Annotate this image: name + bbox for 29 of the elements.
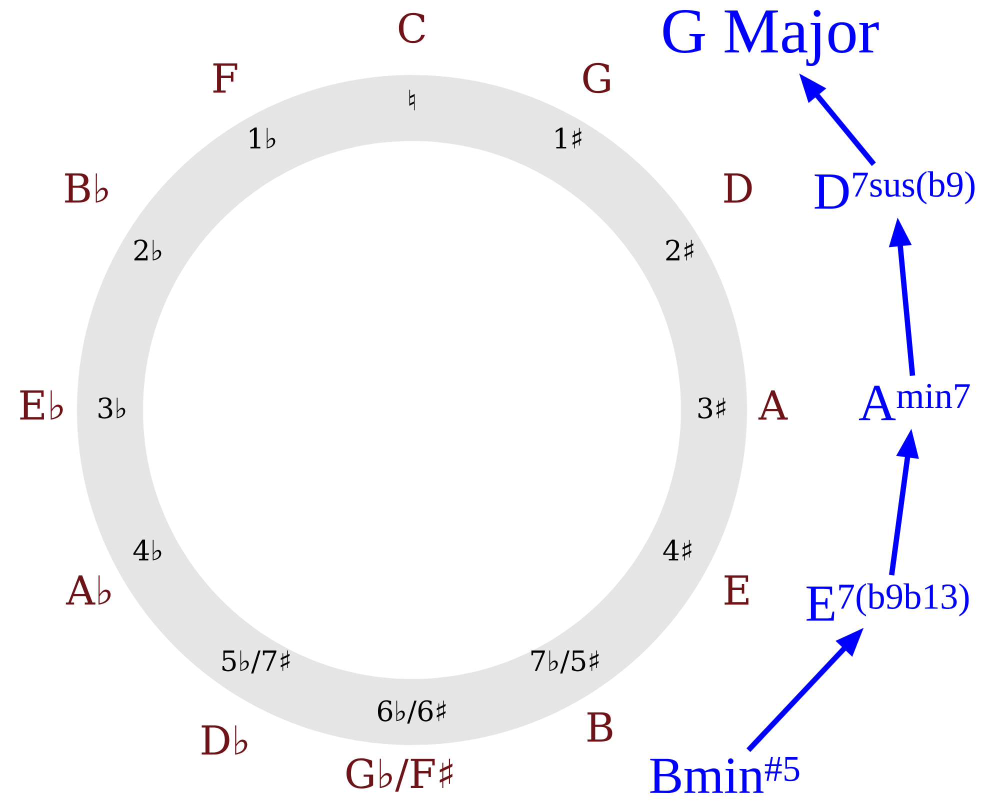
key-signature: 3♭ <box>98 397 126 419</box>
key-signature: 3♯ <box>698 397 726 419</box>
key-signature: 4♭ <box>133 540 162 560</box>
key-signature: 6♭/6♯ <box>378 700 446 724</box>
chord-name: Bmin$^{#5}$ <box>650 756 800 793</box>
key-signature: 1♯ <box>556 128 582 148</box>
key-name: E♭ <box>20 390 63 420</box>
key-name: A♭ <box>66 575 111 605</box>
chord-name: E$^{7(b9b13)}$ <box>806 583 969 621</box>
key-name: B♭ <box>65 173 108 203</box>
key-name: A <box>758 390 788 420</box>
key-signature: 2♭ <box>134 240 162 260</box>
key-name: D <box>724 173 752 203</box>
chord-name: A$^{min7}$ <box>858 384 970 420</box>
key-name: G <box>583 62 610 94</box>
key-signature: 5♭/7♯ <box>222 650 290 674</box>
key-signature: 4♯ <box>663 540 692 560</box>
key-name: B <box>588 712 612 742</box>
key-name: D♭ <box>202 725 248 755</box>
key-signature: 2♯ <box>666 240 694 260</box>
key-signature: 7♭/5♯ <box>531 650 599 674</box>
key-name: G♭/F♯ <box>346 758 452 792</box>
key-signature: ♮ <box>409 90 415 110</box>
chord-name: D$^{7sus(b9)}$ <box>814 171 975 209</box>
key-name: F <box>213 63 238 93</box>
key-name: E <box>724 575 748 605</box>
chord-name: G Major <box>663 10 879 66</box>
key-name: C <box>398 12 425 44</box>
key-signature: 1♭ <box>250 128 276 148</box>
